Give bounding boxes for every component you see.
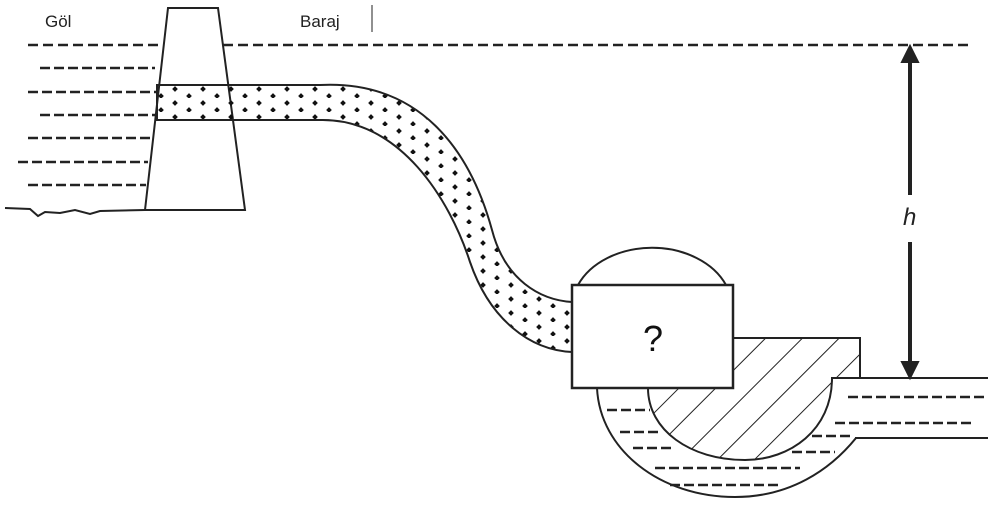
height-label: h: [903, 204, 917, 231]
lake-label: Göl: [45, 12, 72, 31]
tailrace-water: [607, 395, 985, 487]
draft-tube-outer: [596, 387, 857, 499]
unknown-component-box: [570, 283, 735, 390]
turbine-housing-top: [577, 246, 727, 286]
arrow-head-down: [900, 361, 920, 381]
unknown-label: ?: [643, 318, 664, 359]
arrow-head-up: [900, 43, 920, 63]
lake-water: [18, 66, 157, 187]
dam-label: Baraj: [300, 12, 340, 31]
ground-line: [4, 207, 146, 218]
hatched-foundation: [646, 337, 861, 462]
